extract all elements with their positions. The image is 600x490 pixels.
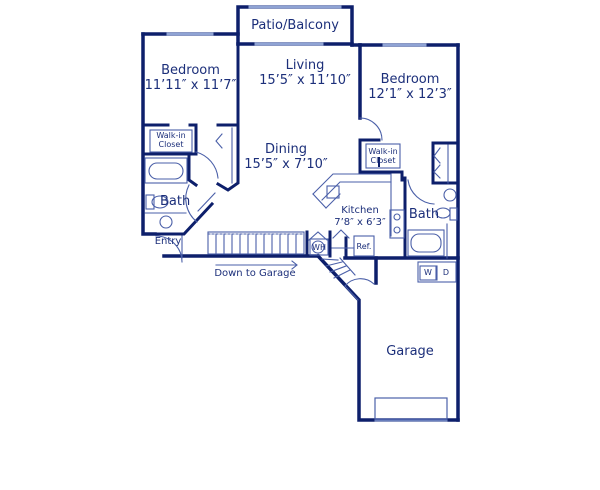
room-dimensions: 15’5″ x 11’10″ [259, 72, 351, 88]
fixture-refrigerator: Ref. [356, 242, 372, 251]
room-label-dining: Dining 15’5″ x 7’10″ [236, 142, 336, 173]
fixtures [144, 117, 458, 421]
room-dimensions: 7’8″ x 6’3″ [334, 216, 386, 228]
room-name: Bedroom [161, 63, 220, 78]
room-name: Bedroom [380, 72, 440, 87]
stair-treads [215, 233, 297, 255]
room-label-bedroom-1: Bedroom 11’11″ x 11’7″ [143, 63, 238, 94]
fixture-water-heater: WH [312, 243, 326, 252]
room-label-bath-2: Bath [408, 207, 440, 222]
room-dimensions: 12’1″ x 12’3″ [368, 86, 452, 102]
room-name: Living [285, 58, 325, 73]
interior-walls [141, 42, 460, 260]
fixture-washer: W [424, 268, 432, 277]
room-label-bath-1: Bath [160, 194, 191, 209]
room-dimensions: 15’5″ x 7’10″ [244, 156, 328, 172]
room-label-living: Living 15’5″ x 11’10″ [244, 58, 366, 89]
room-name: Kitchen [341, 205, 379, 216]
room-label-kitchen: Kitchen 7’8″ x 6’3″ [330, 205, 390, 228]
room-label-closet-2: Walk-in Closet [368, 147, 398, 166]
room-name: Dining [265, 142, 307, 157]
stairs-annotation: Down to Garage [214, 268, 296, 279]
room-label-entry: Entry [154, 236, 182, 247]
room-dimensions: 11’11″ x 11’7″ [144, 77, 237, 93]
room-label-closet-1: Walk-in Closet [156, 131, 186, 150]
fixture-dryer: D [442, 268, 450, 277]
room-label-patio: Patio/Balcony [251, 18, 339, 33]
room-label-garage: Garage [386, 344, 434, 359]
room-label-bedroom-2: Bedroom 12’1″ x 12’3″ [362, 72, 458, 103]
